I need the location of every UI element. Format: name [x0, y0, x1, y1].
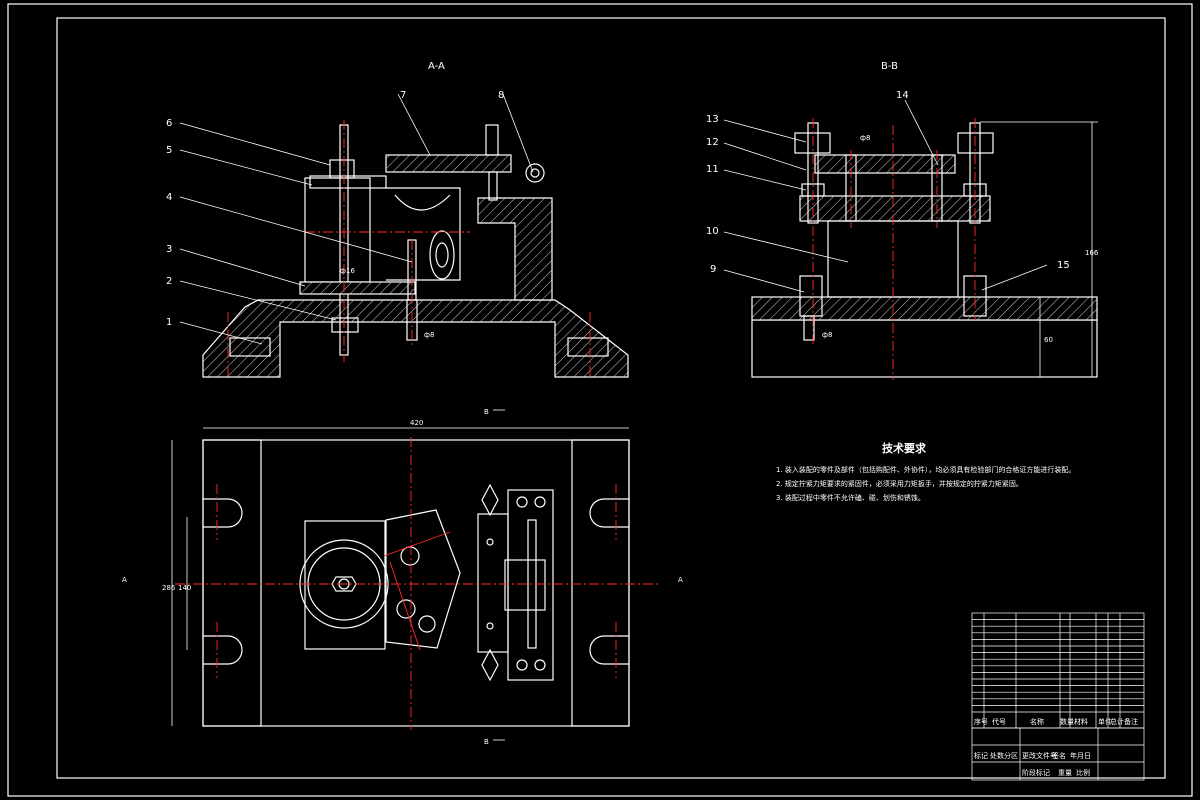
tech-req-item-3: 3. 装配过程中零件不允许磕、碰、划伤和锈蚀。	[776, 493, 925, 502]
section-aa-label: A-A	[428, 61, 445, 72]
callout-11: 11	[706, 164, 719, 175]
callout-15: 15	[1057, 260, 1070, 271]
section-aa-view: A-A ф16 ф8	[166, 61, 629, 378]
tech-req-title: 技术要求	[882, 441, 927, 455]
section-mark-a-left: A	[122, 576, 127, 584]
svg-text:ф8: ф8	[822, 331, 832, 339]
tb-bottom-weight: 重量	[1058, 769, 1072, 777]
callout-4: 4	[166, 192, 172, 203]
callout-14: 14	[896, 90, 909, 101]
svg-text:420: 420	[410, 419, 423, 427]
tb-header-note: 备注	[1124, 717, 1138, 726]
section-mark-a-right: A	[678, 576, 683, 584]
svg-text:60: 60	[1044, 336, 1053, 344]
tb-header-seq: 序号	[974, 717, 988, 726]
svg-text:ф16: ф16	[340, 267, 355, 275]
callout-13: 13	[706, 114, 719, 125]
svg-text:ф8: ф8	[860, 134, 870, 142]
technical-requirements: 技术要求 1. 装入装配的零件及部件（包括购配件、外协件），均必须具有检验部门的…	[776, 441, 1075, 502]
svg-text:286: 286	[162, 584, 176, 592]
tb-bottom-scale: 比例	[1076, 768, 1090, 777]
tb-header-unit: 单件	[1098, 717, 1112, 726]
svg-text:166: 166	[1085, 249, 1099, 257]
inner-border	[56, 17, 1166, 779]
tech-req-item-2: 2. 规定拧紧力矩要求的紧固件，必须采用力矩扳手，并按规定的拧紧力矩紧固。	[776, 479, 1023, 488]
tech-req-item-1: 1. 装入装配的零件及部件（包括购配件、外协件），均必须具有检验部门的合格证方能…	[776, 465, 1075, 474]
tb-header-qty: 数量	[1060, 717, 1074, 726]
tb-bottom-change: 更改文件号	[1022, 751, 1057, 760]
callout-2: 2	[166, 276, 172, 287]
outer-border	[7, 3, 1193, 797]
tb-bottom-count: 处数	[990, 751, 1004, 760]
tb-header-name: 名称	[1030, 717, 1044, 726]
tb-header-material: 材料	[1074, 717, 1088, 726]
section-mark-b-top: B	[484, 408, 489, 416]
callout-9: 9	[710, 264, 716, 275]
tb-bottom-stage: 阶段标记	[1022, 768, 1050, 777]
tb-bottom-zone: 分区	[1004, 751, 1018, 760]
title-block: 序号 代号 名称 数量 材料 单件 总计 备注 标记 处数 分区 更改文件号 签…	[971, 612, 1145, 781]
svg-text:ф8: ф8	[424, 331, 434, 339]
section-bb-view: B-B ф8 ф8 166 60	[706, 61, 1099, 380]
svg-text:140: 140	[178, 584, 191, 592]
callout-12: 12	[706, 137, 719, 148]
callout-5: 5	[166, 145, 172, 156]
tb-bottom-date: 年月日	[1070, 751, 1091, 760]
tb-bottom-sign: 签名	[1052, 751, 1066, 760]
tb-bottom-mark: 标记	[974, 751, 988, 760]
callout-3: 3	[166, 244, 172, 255]
tb-header-total: 总计	[1110, 717, 1124, 726]
section-bb-label: B-B	[881, 61, 898, 72]
callout-7: 7	[400, 90, 406, 101]
callout-10: 10	[706, 226, 719, 237]
callout-8: 8	[498, 90, 504, 101]
callout-1: 1	[166, 317, 172, 328]
tb-header-code: 代号	[992, 717, 1006, 726]
top-view: 420 286 140 B B	[122, 408, 683, 746]
section-mark-b-bottom: B	[484, 738, 489, 746]
callout-6: 6	[166, 118, 172, 129]
